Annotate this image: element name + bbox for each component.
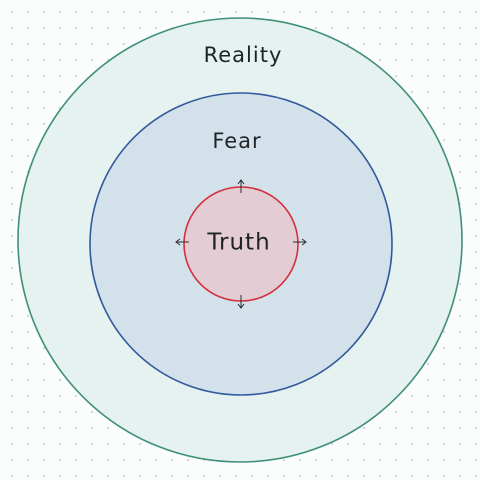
truth-label: Truth xyxy=(206,230,270,256)
arrow-right-icon xyxy=(293,238,307,246)
arrow-left-icon xyxy=(175,238,189,246)
arrow-down-icon xyxy=(237,295,245,309)
reality-label: Reality xyxy=(204,43,283,67)
outward-arrows xyxy=(175,179,307,309)
fear-label: Fear xyxy=(212,129,261,153)
arrow-up-icon xyxy=(237,179,245,193)
